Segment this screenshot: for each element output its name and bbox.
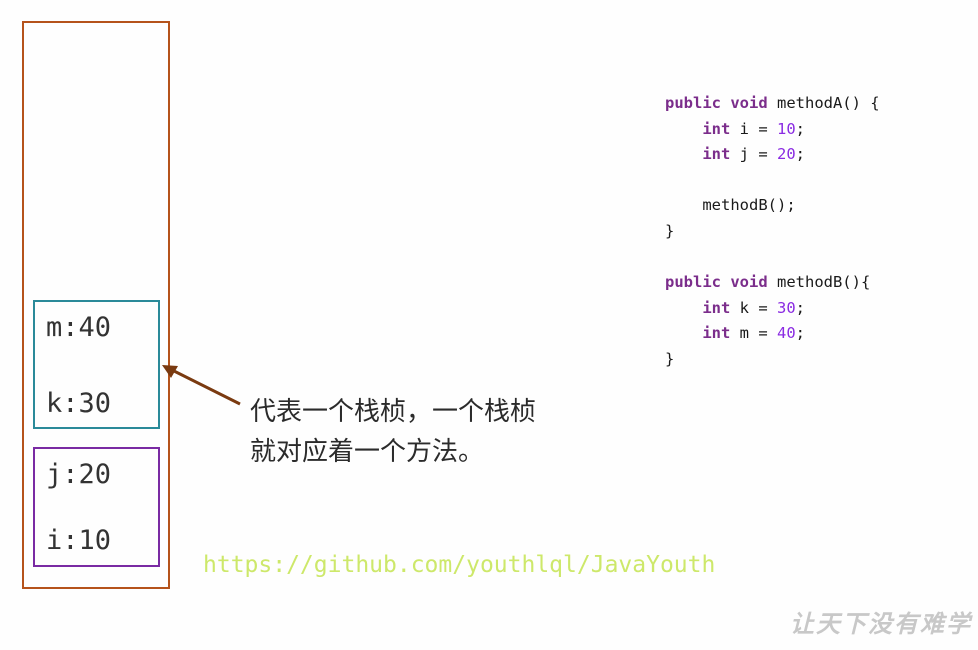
code-text: ; [795,119,806,138]
var-k: k:30 [46,388,112,419]
code-number: 40 [777,324,796,343]
var-j: j:20 [46,459,112,490]
code-text: } [665,349,675,368]
code-line: } [665,219,880,245]
code-text: k = [730,298,777,317]
code-text [665,324,702,342]
code-line: public void methodA() { [665,91,880,117]
code-line: int k = 30; [665,296,880,322]
code-line: } [665,347,880,373]
watermark: 让天下没有难学 [790,609,972,638]
stack-frame-method-a: j:20 i:10 [33,447,160,567]
stack-frame-method-b: m:40 k:30 [33,300,160,429]
code-text: ; [795,298,806,317]
code-line: int j = 20; [665,142,880,168]
code-text [665,120,702,138]
code-line [665,168,880,194]
code-text: j = [730,145,777,164]
code-number: 30 [777,298,796,317]
code-text: m = [730,324,777,343]
code-text: ; [795,324,806,343]
code-line: int m = 40; [665,321,880,347]
code-text [665,145,702,163]
code-keyword: int [702,298,731,317]
code-line: methodB(); [665,193,880,219]
source-url: https://github.com/youthlql/JavaYouth [203,552,716,578]
annotation-line-1: 代表一个栈桢，一个栈桢 [250,397,537,427]
code-keyword: int [702,324,731,343]
code-text: } [665,221,675,240]
var-m: m:40 [46,312,112,343]
code-text: ; [795,145,806,164]
code-block: public void methodA() { int i = 10; int … [665,91,880,373]
code-line: int i = 10; [665,117,880,143]
stack-container [22,21,170,589]
code-line [665,245,880,271]
code-keyword: int [702,119,731,138]
var-i: i:10 [46,525,112,556]
code-text [665,299,702,317]
code-text: methodB(){ [767,273,871,292]
code-text: methodA() { [767,94,880,112]
code-number: 10 [777,119,796,138]
code-keyword: int [702,145,731,164]
code-line: public void methodB(){ [665,270,880,296]
code-text: methodB(); [665,196,796,215]
code-keyword: public void [665,94,768,112]
frame-annotation: 代表一个栈桢，一个栈桢 就对应着一个方法。 [250,392,536,472]
annotation-line-2: 就对应着一个方法。 [250,437,485,467]
code-keyword: public void [665,273,768,292]
code-text: i = [730,119,777,138]
code-number: 20 [777,145,796,164]
